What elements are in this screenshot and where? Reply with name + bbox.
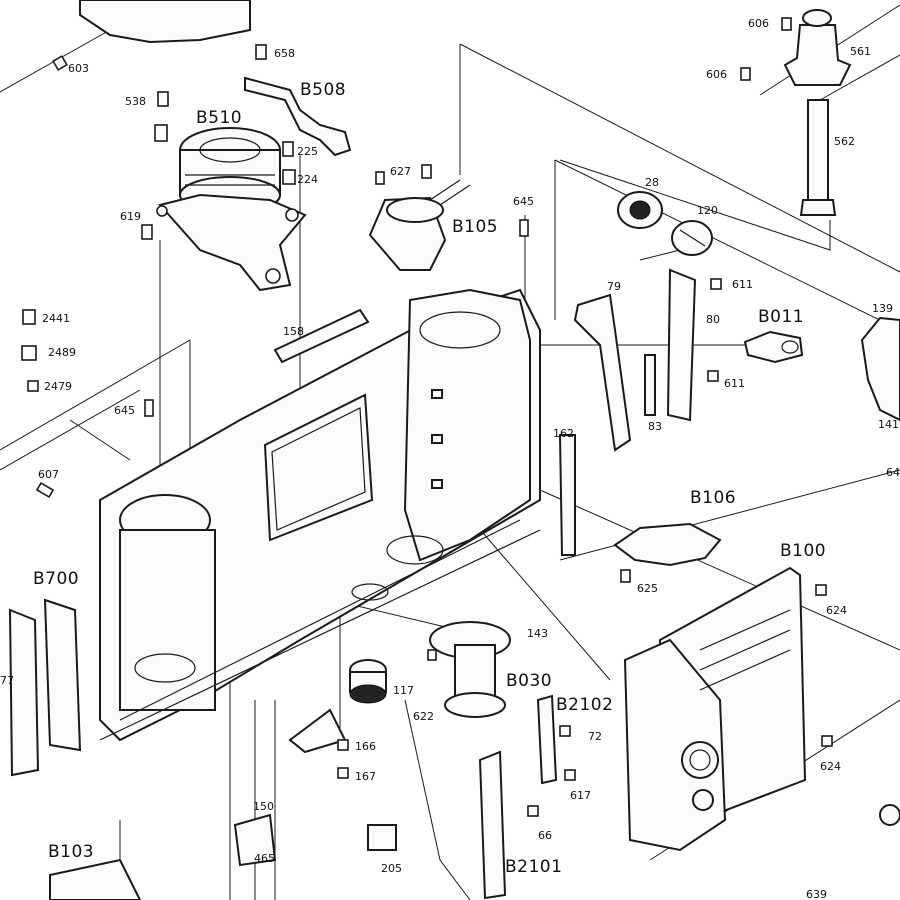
label-562: 562 xyxy=(834,135,855,148)
label-166: 166 xyxy=(355,740,376,753)
label-2441: 2441 xyxy=(42,312,70,325)
side-assembly-b100 xyxy=(623,566,833,852)
label-611-bottom: 611 xyxy=(724,377,745,390)
label-624-top: 624 xyxy=(826,604,847,617)
label-607: 607 xyxy=(38,468,59,481)
label-120: 120 xyxy=(697,204,718,217)
label-b030: B030 xyxy=(506,671,552,691)
label-624-bottom: 624 xyxy=(820,760,841,773)
label-538: 538 xyxy=(125,95,146,108)
top-left-cover-part xyxy=(52,0,251,71)
plates-b2102-b2101 xyxy=(478,694,576,900)
part-labels: 603 658 B508 538 B510 225 224 627 645 B1… xyxy=(0,17,900,900)
label-b100: B100 xyxy=(780,541,826,561)
label-72: 72 xyxy=(588,730,602,743)
label-225: 225 xyxy=(297,145,318,158)
label-205: 205 xyxy=(381,862,402,875)
label-627: 627 xyxy=(390,165,411,178)
bottom-small-parts xyxy=(21,219,900,900)
label-b700: B700 xyxy=(33,569,79,589)
label-639: 639 xyxy=(806,888,827,900)
connector-b011 xyxy=(743,330,804,364)
label-603: 603 xyxy=(68,62,89,75)
label-658: 658 xyxy=(274,47,295,60)
screws-top-left xyxy=(141,44,296,240)
label-b011: B011 xyxy=(758,307,804,327)
label-158: 158 xyxy=(283,325,304,338)
label-80: 80 xyxy=(706,313,720,326)
label-625: 625 xyxy=(637,582,658,595)
label-83: 83 xyxy=(648,420,662,433)
solenoid-b105 xyxy=(368,164,471,271)
label-139: 139 xyxy=(872,302,893,315)
dial-assembly-b510 xyxy=(156,127,307,292)
label-b508: B508 xyxy=(300,80,346,100)
label-606-mid: 606 xyxy=(706,68,727,81)
lever-b508 xyxy=(244,76,352,157)
label-141: 141 xyxy=(878,418,899,431)
left-parts-b700-77 xyxy=(8,598,82,777)
label-150: 150 xyxy=(253,800,274,813)
bracket-139 xyxy=(860,316,900,422)
label-465: 465 xyxy=(254,852,275,865)
shaft-assembly-561-562 xyxy=(740,9,852,216)
plate-b106 xyxy=(613,522,722,583)
label-117: 117 xyxy=(393,684,414,697)
slide-plates-79-80-83 xyxy=(558,268,722,556)
label-28: 28 xyxy=(645,176,659,189)
label-143: 143 xyxy=(527,627,548,640)
label-b510: B510 xyxy=(196,108,242,128)
label-561: 561 xyxy=(850,45,871,58)
label-64: 64 xyxy=(886,466,900,479)
label-167: 167 xyxy=(355,770,376,783)
label-77: 77 xyxy=(0,674,14,687)
label-162: 162 xyxy=(553,427,574,440)
label-b2102: B2102 xyxy=(556,695,613,715)
label-606-top: 606 xyxy=(748,17,769,30)
label-611-top: 611 xyxy=(732,278,753,291)
strip-158 xyxy=(273,308,370,364)
label-645-left: 645 xyxy=(114,404,135,417)
label-2479: 2479 xyxy=(44,380,72,393)
label-b103: B103 xyxy=(48,842,94,862)
label-2489: 2489 xyxy=(48,346,76,359)
label-619: 619 xyxy=(120,210,141,223)
label-b105: B105 xyxy=(452,217,498,237)
label-224: 224 xyxy=(297,173,318,186)
camera-main-body xyxy=(99,288,541,742)
label-b2101: B2101 xyxy=(505,857,562,877)
plug-117 xyxy=(349,659,387,704)
label-b106: B106 xyxy=(690,488,736,508)
label-617: 617 xyxy=(570,789,591,802)
knob-28-and-cap-120 xyxy=(617,191,713,256)
label-79: 79 xyxy=(607,280,621,293)
label-645-top: 645 xyxy=(513,195,534,208)
ring-b030 xyxy=(427,621,511,718)
label-66: 66 xyxy=(538,829,552,842)
label-622: 622 xyxy=(413,710,434,723)
